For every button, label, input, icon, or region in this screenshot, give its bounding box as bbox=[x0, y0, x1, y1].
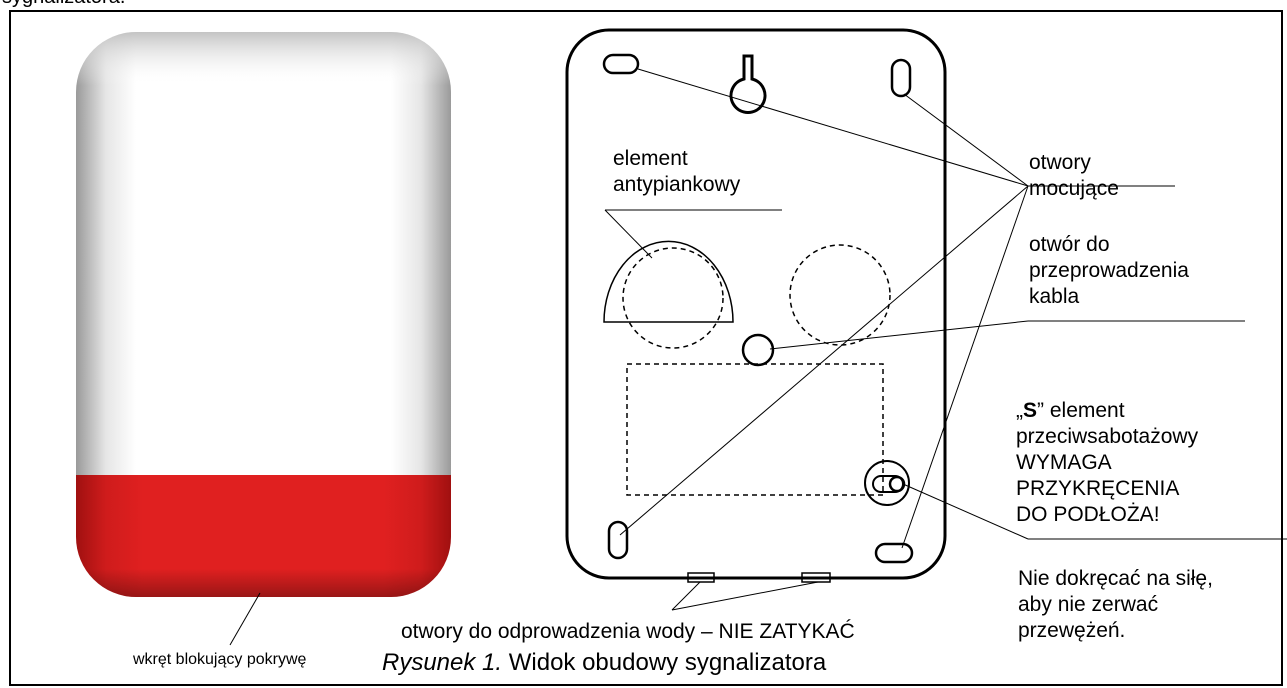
label-line: przewężeń. bbox=[1018, 619, 1126, 642]
caption-text: Widok obudowy sygnalizatora bbox=[502, 649, 827, 676]
label-screw: wkręt blokujący pokrywę bbox=[133, 651, 307, 668]
label-line: otwory bbox=[1029, 151, 1091, 174]
label-line: mocujące bbox=[1029, 177, 1119, 200]
label-line: PRZYKRĘCENIA bbox=[1016, 477, 1180, 500]
label-mounting-holes: otwory mocujące bbox=[1029, 150, 1119, 202]
antifoam-element bbox=[603, 240, 734, 323]
mounting-hole-top-left bbox=[602, 53, 640, 75]
label-line: kabla bbox=[1029, 285, 1080, 308]
label-antifoam: element antypiankowy bbox=[613, 146, 740, 198]
label-line: przeciwsabotażowy bbox=[1016, 425, 1199, 448]
cut-off-text: sygnalizatora. bbox=[2, 0, 125, 9]
label-line: otwór do bbox=[1029, 233, 1110, 256]
cable-hole bbox=[741, 333, 775, 367]
screw-leader-line bbox=[229, 592, 261, 646]
label-line: przeprowadzenia bbox=[1029, 259, 1189, 282]
label-drain-holes: otwory do odprowadzenia wody – NIE ZATYK… bbox=[401, 620, 855, 643]
label-warning: Nie dokręcać na siłę, aby nie zerwać prz… bbox=[1018, 566, 1213, 644]
speaker-outline-left bbox=[622, 247, 724, 349]
mounting-hole-top-right bbox=[890, 58, 912, 98]
label-cable-hole: otwór do przeprowadzenia kabla bbox=[1029, 232, 1189, 310]
label-line: Nie dokręcać na siłę, bbox=[1018, 567, 1213, 590]
back-plate bbox=[565, 28, 947, 583]
label-line: antypiankowy bbox=[613, 173, 741, 196]
mounting-hole-bottom-right bbox=[874, 542, 914, 564]
label-line: DO PODŁOŻA! bbox=[1016, 503, 1160, 526]
front-cover bbox=[76, 32, 451, 597]
figure-frame bbox=[9, 10, 1283, 686]
speaker-outline-right bbox=[789, 244, 891, 346]
figure-caption: Rysunek 1. Widok obudowy sygnalizatora bbox=[382, 648, 826, 678]
label-line: element bbox=[613, 147, 688, 170]
back-plate-outline bbox=[565, 28, 947, 580]
label-tamper: „S” element przeciwsabotażowy WYMAGA PRZ… bbox=[1016, 398, 1198, 528]
leader-lines bbox=[604, 68, 1287, 611]
label-line: aby nie zerwać bbox=[1018, 593, 1159, 616]
board-outline bbox=[626, 363, 884, 496]
mounting-hole-bottom-left bbox=[607, 520, 629, 560]
drain-hole-left bbox=[687, 572, 715, 583]
label-line: „S” element bbox=[1016, 399, 1125, 422]
tamper-element bbox=[864, 460, 910, 506]
caption-prefix: Rysunek 1. bbox=[382, 649, 503, 676]
keyhole-mount bbox=[729, 54, 767, 114]
label-line: WYMAGA bbox=[1016, 451, 1112, 474]
